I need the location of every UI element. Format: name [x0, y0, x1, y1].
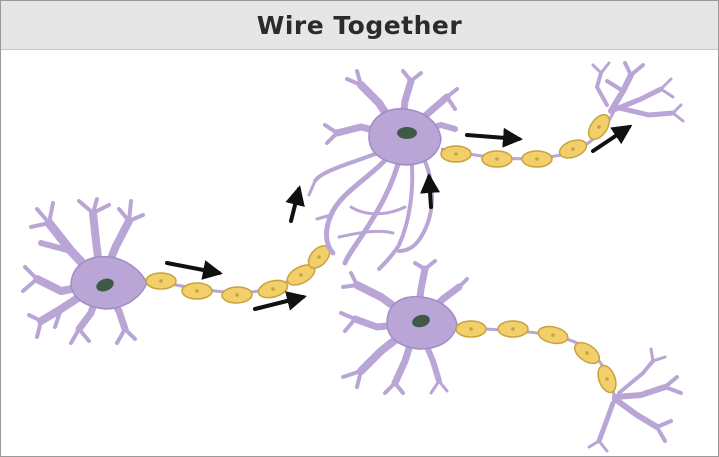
- top-center-neuron-axon: [441, 109, 615, 167]
- arrow-icon: [255, 297, 303, 309]
- arrow-icon: [429, 177, 431, 207]
- left-neuron-axon: [146, 242, 334, 304]
- arrow-icon: [291, 189, 299, 221]
- neuron-diagram: [1, 50, 718, 456]
- top-right-axon-terminal: [593, 63, 683, 121]
- arrow-icon: [167, 263, 219, 273]
- bottom-center-neuron: [341, 261, 467, 393]
- diagram-title: Wire Together: [257, 11, 462, 40]
- bottom-center-neuron-axon: [455, 321, 619, 401]
- arrow-icon: [467, 135, 519, 139]
- left-neuron: [23, 199, 147, 343]
- top-center-neuron: [309, 71, 457, 269]
- title-bar: Wire Together: [1, 1, 718, 50]
